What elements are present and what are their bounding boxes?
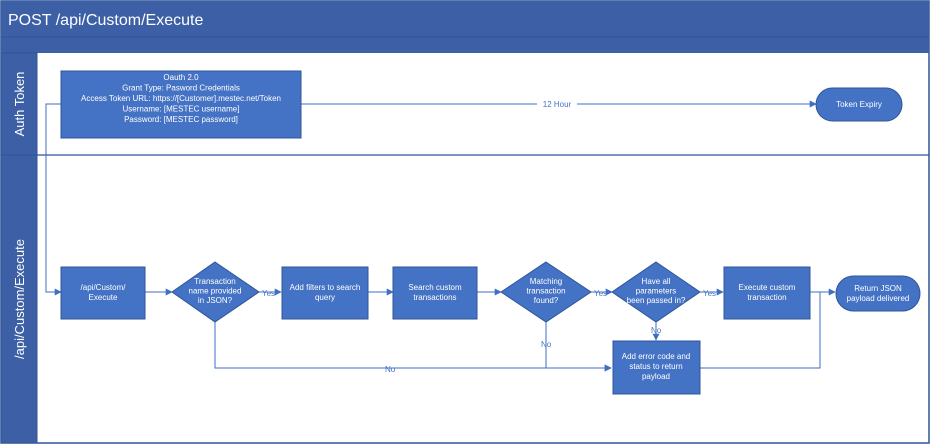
shape-text-line: Add filters to search — [290, 283, 361, 292]
decision-all-parameters — [611, 261, 701, 323]
shape-text-line: /api/Custom/ — [81, 283, 127, 292]
shape-text-line: transactions — [413, 293, 456, 302]
shape-text-line: Matching — [530, 277, 562, 286]
shape-text-line: Password: [MESTEC password] — [124, 115, 238, 124]
shape-text-line: Search custom — [408, 283, 462, 292]
shape-text-line: in JSON? — [198, 296, 233, 305]
return-json-terminator — [835, 275, 921, 312]
api-start-text: /api/Custom/Execute — [81, 283, 127, 302]
edge-label-yes-1: Yes — [262, 289, 275, 298]
lane-label-api: /api/Custom/Execute — [12, 239, 27, 359]
shape-text-line: Token Expiry — [836, 100, 882, 109]
pool-subheader — [1, 37, 929, 53]
diagram-title: POST /api/Custom/Execute — [8, 12, 203, 29]
shape-text-line: name provided — [189, 287, 242, 296]
edge-label-yes-3: Yes — [703, 289, 716, 298]
token-expiry-text: Token Expiry — [836, 100, 882, 109]
shape-text-line: been passed in? — [627, 296, 686, 305]
add-filters-box — [281, 266, 369, 320]
shape-text-line: transaction — [526, 287, 565, 296]
edge-label-no-match: No — [541, 340, 552, 349]
token-expiry-terminator — [815, 87, 903, 122]
edge-label-no-name: No — [385, 365, 396, 374]
shape-text-line: status to return — [629, 362, 682, 371]
shape-text-line: Access Token URL: https://[Customer].mes… — [81, 94, 281, 103]
decision-transaction-name — [171, 261, 260, 323]
pool-header — [1, 1, 929, 37]
edge-label-12-hour: 12 Hour — [543, 100, 572, 109]
execute-transaction-box — [723, 266, 811, 320]
error-code-box — [612, 340, 701, 395]
shape-text-line: transaction — [747, 293, 786, 302]
shape-text-line: Add error code and — [622, 352, 691, 361]
edge-label-no-params: No — [651, 326, 662, 335]
shape-text-line: Have all — [642, 277, 671, 286]
edge-label-yes-2: Yes — [594, 289, 607, 298]
lane-header-auth — [0, 52, 38, 156]
search-transactions-box — [392, 266, 478, 320]
shape-text-line: Transaction — [194, 277, 236, 286]
shape-text-line: Oauth 2.0 — [163, 73, 199, 82]
shape-text-line: parameters — [636, 287, 676, 296]
shape-text-line: found? — [534, 296, 559, 305]
lane-header-api — [0, 154, 38, 444]
shape-text-line: Grant Type: Pasword Credentials — [122, 84, 240, 93]
shape-text-line: payload delivered — [847, 294, 910, 303]
api-start-box — [60, 266, 146, 320]
edge-oauth-api — [45, 103, 62, 296]
decision-matching-transaction — [500, 261, 592, 323]
shape-text-line: Execute custom — [739, 283, 796, 292]
shape-text-line: query — [315, 293, 335, 302]
oauth-box — [60, 70, 302, 139]
shape-text-line: Username: [MESTEC username] — [123, 105, 240, 114]
lane-label-auth: Auth Token — [12, 72, 27, 137]
shape-text-line: payload — [642, 372, 670, 381]
edge-no-name-error — [214, 322, 612, 372]
shape-text-line: Return JSON — [854, 284, 902, 293]
shape-text-line: Execute — [89, 293, 118, 302]
connectors — [45, 100, 836, 372]
edge-error-return — [700, 292, 821, 369]
